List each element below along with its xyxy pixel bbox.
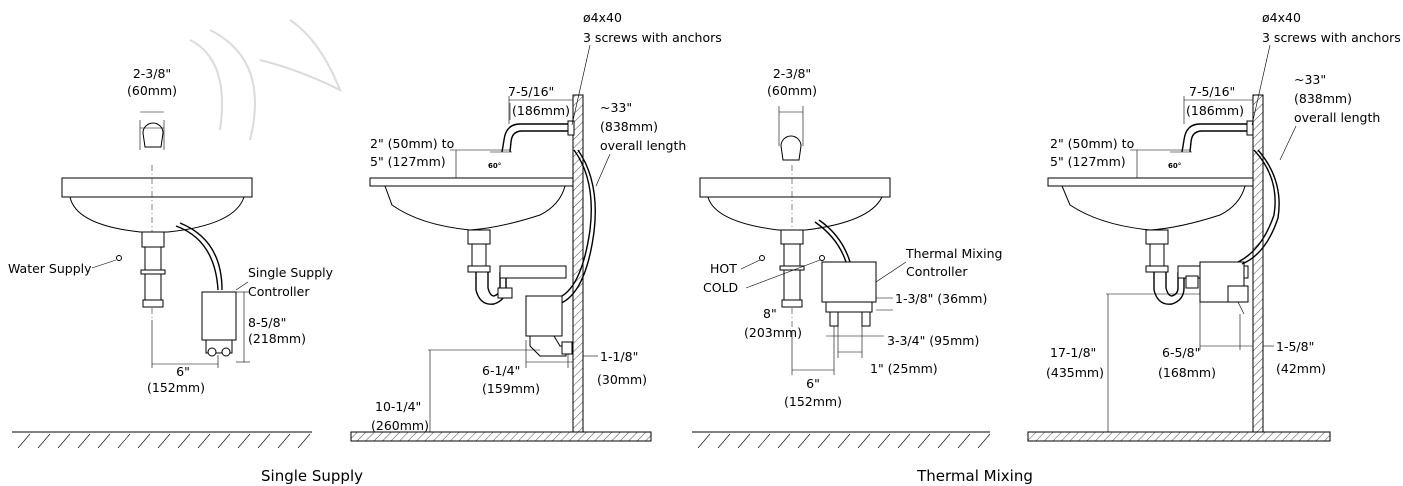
- wall: [572, 94, 584, 433]
- offset-label: 6": [176, 364, 190, 379]
- spout-height-line2: 5" (127mm): [370, 154, 446, 169]
- controller-label-2: Controller: [248, 284, 310, 299]
- faucet-width-mm-label: (60mm): [127, 83, 177, 98]
- dim-c-label: 1" (25mm): [870, 361, 938, 376]
- single-side-view: 60° 7-5/16" (186mm) ø4x40 3 screws with …: [350, 10, 722, 442]
- thermal-front-view: 2-3/8" (60mm) HOT COLD Thermal Mixing Co…: [692, 66, 1002, 449]
- height-label: 8": [763, 306, 777, 321]
- spout-height-line2: 5" (127mm): [1050, 154, 1126, 169]
- height-mm-label: (203mm): [744, 325, 802, 340]
- spout-reach-mm-label: (186mm): [1186, 103, 1244, 118]
- single-front-view: 2-3/8" (60mm) Water Supply Single Supply…: [8, 66, 334, 449]
- angle-label: 60°: [488, 162, 501, 170]
- ctrl-depth-mm-label: (159mm): [482, 381, 540, 396]
- ctrl-floor-label: 10-1/4": [375, 399, 421, 414]
- length-mm-label: (838mm): [1294, 91, 1352, 106]
- length-label: ~33": [600, 100, 632, 115]
- ctrl-depth-mm-label: (168mm): [1158, 365, 1216, 380]
- watermark: [189, 19, 342, 141]
- wall: [1252, 94, 1264, 433]
- caption-thermal-mixing: Thermal Mixing: [916, 467, 1033, 485]
- ctrl-depth-label: 6-1/4": [482, 363, 520, 378]
- dim-a-label: 1-3/8" (36mm): [895, 291, 987, 306]
- overall-length-label: overall length: [1294, 110, 1380, 125]
- spout-height-line1: 2" (50mm) to: [370, 136, 454, 151]
- spout-reach-label: 7-5/16": [1189, 84, 1235, 99]
- floor: [1027, 431, 1331, 442]
- caption-single-supply: Single Supply: [261, 467, 363, 485]
- faucet-spout: [501, 123, 572, 153]
- floor: [350, 431, 652, 442]
- offset-label: 6": [806, 376, 820, 391]
- ctrl-wall-label: 1-5/8": [1276, 339, 1314, 354]
- ctrl-wall-mm-label: (42mm): [1276, 361, 1326, 376]
- faucet-spout: [1181, 123, 1252, 153]
- overall-length-label: overall length: [600, 138, 686, 153]
- cold-label: COLD: [703, 280, 738, 295]
- screws-line2: 3 screws with anchors: [1262, 30, 1401, 45]
- faucet-spout: [780, 135, 802, 161]
- screws-line1: ø4x40: [1262, 10, 1301, 25]
- ctrl-floor-mm-label: (435mm): [1046, 365, 1104, 380]
- ctrl-wall-mm-label: (30mm): [597, 372, 647, 387]
- faucet-width-label: 2-3/8": [133, 66, 171, 81]
- thermal-mixing-controller: [821, 261, 877, 303]
- single-supply-controller: [201, 291, 237, 341]
- faucet-spout: [142, 122, 164, 148]
- thermal-side-view: 60° 7-5/16" (186mm) ø4x40 3 screws with …: [1027, 10, 1401, 442]
- basin: [61, 177, 253, 198]
- length-mm-label: (838mm): [600, 119, 658, 134]
- controller-height-mm-label: (218mm): [248, 331, 306, 346]
- ctrl-depth-label: 6-5/8": [1162, 345, 1200, 360]
- screws-line1: ø4x40: [583, 10, 622, 25]
- spout-height-line1: 2" (50mm) to: [1050, 136, 1134, 151]
- ctrl-floor-mm-label: (260mm): [371, 418, 429, 433]
- faucet-width-mm-label: (60mm): [767, 83, 817, 98]
- faucet-width-label: 2-3/8": [773, 66, 811, 81]
- controller-height-label: 8-5/8": [248, 315, 286, 330]
- controller-label-1: Thermal Mixing: [905, 246, 1002, 261]
- ctrl-wall-label: 1-1/8": [600, 349, 638, 364]
- offset-mm-label: (152mm): [147, 380, 205, 395]
- spout-reach-mm-label: (186mm): [512, 103, 570, 118]
- spout-reach-label: 7-5/16": [508, 84, 554, 99]
- ctrl-floor-label: 17-1/8": [1050, 345, 1096, 360]
- controller-label-2: Controller: [906, 264, 968, 279]
- single-supply-controller-side: [525, 295, 563, 337]
- offset-mm-label: (152mm): [784, 394, 842, 409]
- water-supply-label: Water Supply: [8, 261, 92, 276]
- angle-label: 60°: [1168, 162, 1181, 170]
- screws-line2: 3 screws with anchors: [583, 30, 722, 45]
- hot-label: HOT: [710, 261, 737, 276]
- controller-label-1: Single Supply: [248, 265, 334, 280]
- length-label: ~33": [1294, 72, 1326, 87]
- dim-b-label: 3-3/4" (95mm): [887, 333, 979, 348]
